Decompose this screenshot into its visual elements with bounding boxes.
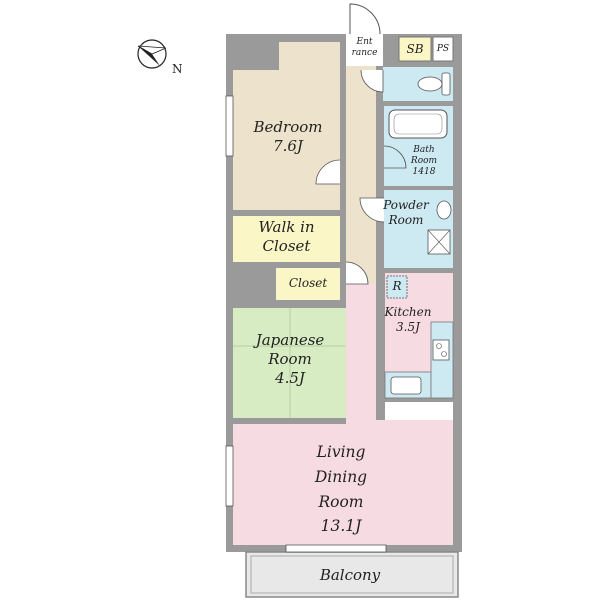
- toilet-tank: [441, 72, 451, 96]
- bath-room-label: Bath Room 1418: [401, 145, 447, 177]
- kitchen-sink: [390, 376, 422, 395]
- kitchen-lower-strip: [385, 402, 453, 420]
- entrance-label: Ent rance: [346, 37, 383, 59]
- balcony-label: Balcony: [319, 566, 381, 584]
- closet-floor: [276, 268, 340, 300]
- bedroom-floor: [233, 42, 340, 210]
- powder-label-line1: Powder: [383, 198, 429, 212]
- corridor-door: [345, 261, 369, 285]
- bathtub-inner: [393, 113, 443, 135]
- entrance-label-line1: Ent: [356, 37, 373, 47]
- japanese-size: 4.5J: [275, 368, 305, 387]
- washbasin: [436, 200, 452, 220]
- pipe-space-area: [432, 36, 454, 62]
- stove: [432, 339, 450, 361]
- walk-in-label-line1: Walk in: [258, 218, 315, 236]
- bath-label-line1: Bath: [413, 145, 435, 155]
- living-window: [225, 445, 234, 507]
- bedroom-size: 7.6J: [273, 136, 303, 155]
- compass-label: N: [172, 62, 183, 76]
- entrance-label-line2: rance: [351, 47, 378, 58]
- living-dining-label: Living Dining Room 13.1J: [296, 440, 386, 539]
- pipe-space-label: PS: [436, 44, 450, 54]
- toilet-bowl: [417, 76, 443, 92]
- walk-in-label-line2: Closet: [262, 236, 311, 255]
- corridor: [346, 66, 376, 284]
- refrigerator-box: [386, 275, 408, 299]
- walk-in-closet-floor: [233, 216, 340, 262]
- living-label-line3: Room: [318, 492, 364, 511]
- powder-room-label: Powder Room: [379, 198, 433, 228]
- kitchen-size: 3.5J: [396, 320, 420, 334]
- walk-in-closet-label: Walk in Closet: [233, 218, 340, 256]
- shoe-box-label: SB: [406, 42, 424, 56]
- japanese-label-line1: Japanese: [255, 331, 325, 349]
- bedroom-name: Bedroom: [253, 118, 323, 136]
- living-size: 13.1J: [320, 517, 362, 536]
- living-label-line2: Dining: [314, 467, 368, 486]
- bathtub: [388, 109, 448, 139]
- entrance-floor: [346, 34, 383, 66]
- bedroom-window: [225, 95, 234, 157]
- kitchen-name: Kitchen: [384, 305, 432, 319]
- powder-door: [359, 197, 385, 223]
- bedroom-label: Bedroom 7.6J: [246, 118, 330, 156]
- refrigerator-label: R: [392, 279, 402, 293]
- balcony-rail: [250, 555, 454, 594]
- kitchen-label: Kitchen 3.5J: [381, 305, 435, 335]
- japanese-room-label: Japanese Room 4.5J: [246, 331, 334, 387]
- closet-label: Closet: [288, 276, 328, 290]
- toilet-door: [360, 69, 384, 93]
- bath-door: [383, 145, 407, 169]
- compass-north-arrow-icon: [137, 39, 167, 69]
- living-dining-floor: [233, 284, 453, 545]
- living-label-line1: Living: [316, 443, 366, 461]
- shoe-box-area: [398, 36, 432, 62]
- japanese-label-line2: Room: [268, 349, 312, 368]
- bedroom-door: [315, 159, 341, 185]
- balcony-floor: [245, 551, 459, 598]
- bath-label-line2: Room: [410, 155, 438, 166]
- bath-label-line3: 1418: [412, 166, 436, 177]
- entrance-door-swing: [349, 3, 381, 35]
- balcony-door-window: [285, 544, 387, 553]
- powder-label-line2: Room: [388, 213, 424, 227]
